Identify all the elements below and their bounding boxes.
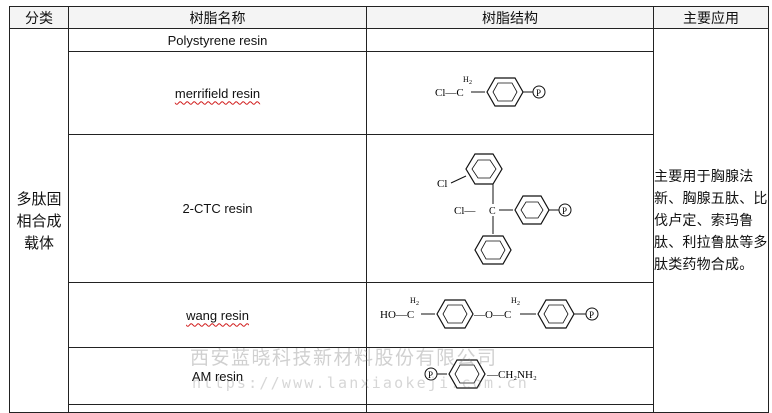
structure-wang: HO—C H 2 —O—C H 2 P	[366, 282, 654, 348]
am-structure-diagram: P —CH₂NH₂	[424, 359, 537, 389]
wang-h-label-2: H	[511, 296, 517, 305]
resin-name-2ctc: 2-CTC resin	[68, 134, 367, 283]
header-main-application: 主要应用	[653, 6, 769, 29]
am-ch2nh2-label: —CH₂NH₂	[486, 369, 537, 381]
wang-h-label: H	[410, 296, 416, 305]
wang-sub-label: 2	[416, 301, 419, 307]
ctc-cl-top-label: Cl	[437, 178, 447, 190]
bead-label: P	[536, 88, 541, 98]
benzene-ring-icon	[514, 194, 550, 225]
ctc-c-label: C	[489, 206, 496, 217]
wang-sub-label-2: 2	[517, 301, 520, 307]
structure-polystyrene	[366, 28, 654, 52]
polymer-bead-icon	[558, 203, 572, 216]
bead-label: P	[589, 310, 594, 320]
wang-structure-diagram: HO—C H 2 —O—C H 2 P	[380, 296, 599, 329]
ctc-cl-left-label: Cl—	[454, 205, 476, 217]
bead-label: P	[428, 370, 433, 380]
merrifield-structure-diagram: Cl—C H 2 P	[435, 75, 546, 107]
wang-o-label: —O—C	[473, 309, 511, 321]
structure-merrifield: Cl—C H 2 P	[366, 51, 654, 135]
wang-ho-label: HO—C	[380, 309, 414, 321]
structure-2ctc: Cl Cl— C P	[366, 134, 654, 283]
merrifield-sub-label: 2	[469, 80, 472, 86]
bead-label: P	[562, 206, 567, 216]
category-cell: 多肽固相合成载体	[9, 28, 69, 413]
ctc-structure-diagram: Cl Cl— C P	[437, 152, 572, 265]
empty-cell	[366, 404, 654, 413]
resin-name-wang: wang resin	[68, 282, 367, 348]
merrifield-h-label: H	[463, 75, 469, 84]
polymer-bead-icon	[532, 85, 546, 99]
benzene-ring-icon	[436, 299, 474, 329]
resin-name-am: AM resin	[68, 347, 367, 405]
benzene-ring-icon	[474, 234, 512, 265]
benzene-ring-icon	[448, 359, 486, 389]
table-row	[10, 404, 769, 413]
table-row: 多肽固相合成载体 Polystyrene resin 主要用于胸腺法新、胸腺五肽…	[9, 28, 769, 413]
empty-cell	[68, 404, 367, 413]
benzene-ring-icon	[537, 299, 575, 329]
table-row: 2-CTC resin Cl Cl— C P	[10, 134, 769, 283]
header-row: 分类 树脂名称 树脂结构 主要应用	[9, 6, 769, 29]
header-resin-structure: 树脂结构	[366, 6, 654, 29]
polymer-bead-icon	[585, 307, 599, 321]
header-resin-name: 树脂名称	[68, 6, 367, 29]
resin-name-polystyrene: Polystyrene resin	[68, 28, 367, 52]
resin-table: 分类 树脂名称 树脂结构 主要应用 多肽固相合成载体 Polystyrene r…	[9, 6, 769, 413]
header-category: 分类	[9, 6, 69, 29]
benzene-ring-icon	[465, 152, 503, 185]
benzene-ring-icon	[486, 77, 524, 107]
resin-name-merrifield: merrifield resin	[68, 51, 367, 135]
table-row: merrifield resin Cl—C H 2 P	[10, 51, 769, 135]
application-cell: 主要用于胸腺法新、胸腺五肽、比伐卢定、索玛鲁肽、利拉鲁肽等多肽类药物合成。	[653, 28, 769, 413]
merrifield-cl-ch2-label: Cl—C	[435, 87, 464, 99]
structure-am: P —CH₂NH₂	[366, 347, 654, 405]
